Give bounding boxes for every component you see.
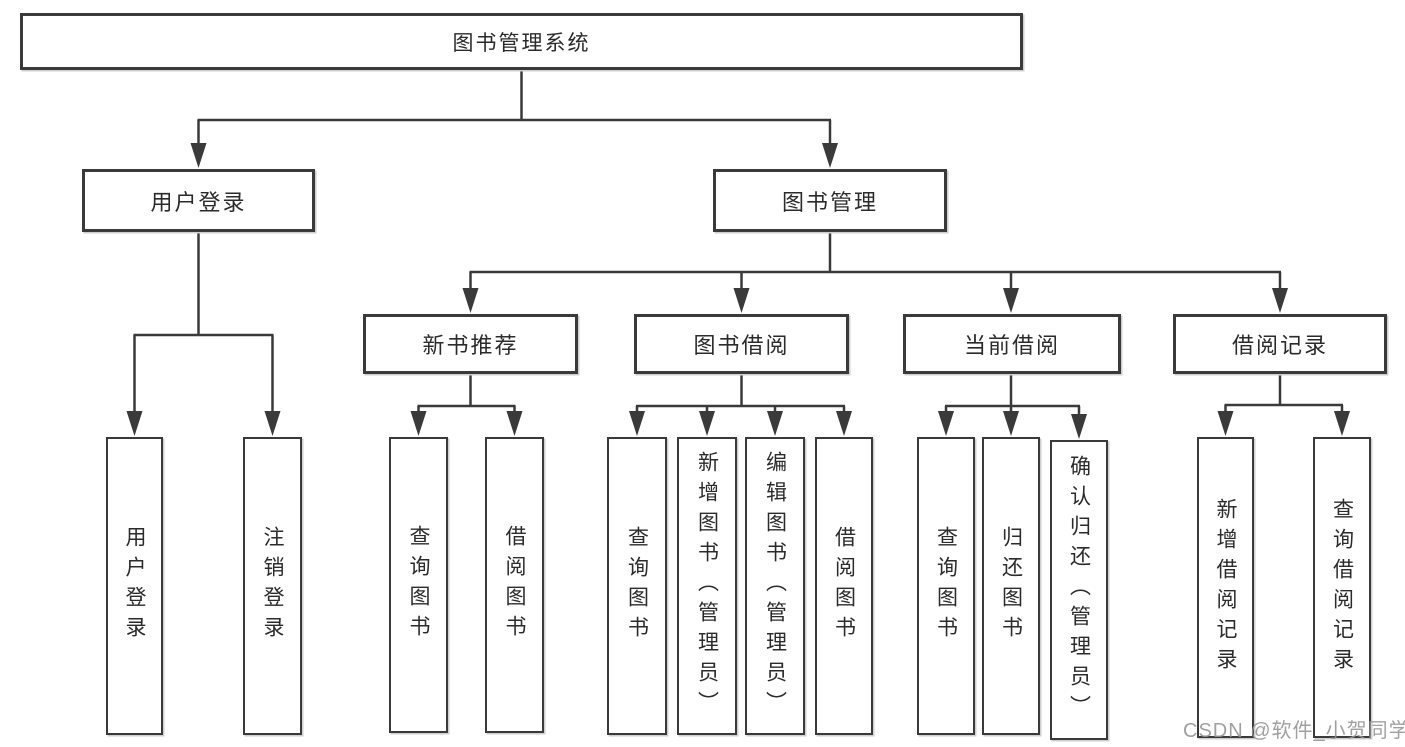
node-library-system-label: 图书管理系统 xyxy=(452,31,591,55)
connector-borrowrecords-to-leaves xyxy=(1217,374,1350,436)
leaf-add-books-admin: 新增图书（管理员） xyxy=(677,437,737,735)
leaf-return-books-label: 归还图书 xyxy=(999,526,1023,646)
connector-root-to-level2 xyxy=(190,70,838,168)
leaf-query-borrow-record-label: 查询借阅记录 xyxy=(1330,497,1354,678)
node-current-borrow: 当前借阅 xyxy=(903,314,1121,374)
connector-bookmgmt-to-level3 xyxy=(462,232,1288,313)
node-book-management-label: 图书管理 xyxy=(781,189,878,215)
leaf-logout-label: 注销登录 xyxy=(261,526,284,646)
connector-newbook-to-leaves xyxy=(410,374,523,436)
leaf-user-login-label: 用户登录 xyxy=(123,526,146,646)
leaf-edit-books-admin: 编辑图书（管理员） xyxy=(745,437,805,735)
node-book-borrow-label: 图书借阅 xyxy=(693,333,790,358)
watermark-text: CSDN @软件_小贺同学 xyxy=(1183,720,1405,742)
node-borrow-records-label: 借阅记录 xyxy=(1231,333,1328,358)
leaf-borrow-books-label: 借阅图书 xyxy=(832,526,856,646)
leaf-query-books-borrow-label: 查询图书 xyxy=(625,526,649,646)
leaf-confirm-return-admin: 确认归还（管理员） xyxy=(1050,440,1108,740)
leaf-query-books-borrow: 查询图书 xyxy=(607,437,667,735)
leaf-borrow-books: 借阅图书 xyxy=(815,437,873,735)
connector-bookborrow-to-leaves xyxy=(629,374,852,436)
node-book-borrow: 图书借阅 xyxy=(634,314,849,374)
connector-currentborrow-to-leaves xyxy=(938,374,1087,439)
leaf-user-login: 用户登录 xyxy=(106,437,163,735)
node-borrow-records: 借阅记录 xyxy=(1173,314,1387,374)
leaf-add-borrow-record-label: 新增借阅记录 xyxy=(1214,497,1237,678)
leaf-edit-books-admin-label: 编辑图书（管理员） xyxy=(763,451,787,721)
node-book-management: 图书管理 xyxy=(713,169,947,232)
node-user-login-label: 用户登录 xyxy=(150,189,247,215)
leaf-add-borrow-record: 新增借阅记录 xyxy=(1197,437,1254,738)
node-current-borrow-label: 当前借阅 xyxy=(963,333,1060,358)
connector-userlogin-to-leaves xyxy=(126,232,281,436)
leaf-query-books-recommend-label: 查询图书 xyxy=(407,525,430,645)
node-user-login: 用户登录 xyxy=(82,169,315,232)
leaf-borrow-books-recommend-label: 借阅图书 xyxy=(503,525,526,645)
leaf-return-books: 归还图书 xyxy=(982,437,1040,735)
leaf-add-books-admin-label: 新增图书（管理员） xyxy=(695,451,719,721)
leaf-confirm-return-admin-label: 确认归还（管理员） xyxy=(1067,455,1091,725)
leaf-logout: 注销登录 xyxy=(243,437,302,735)
leaf-borrow-books-recommend: 借阅图书 xyxy=(485,437,544,733)
leaf-query-borrow-record: 查询借阅记录 xyxy=(1313,437,1371,738)
leaf-query-books-current-label: 查询图书 xyxy=(934,526,958,646)
leaf-query-books-current: 查询图书 xyxy=(917,437,975,735)
leaf-query-books-recommend: 查询图书 xyxy=(389,437,448,733)
node-new-book-recommend-label: 新书推荐 xyxy=(422,333,519,358)
node-new-book-recommend: 新书推荐 xyxy=(363,314,578,374)
node-library-system: 图书管理系统 xyxy=(20,13,1023,70)
